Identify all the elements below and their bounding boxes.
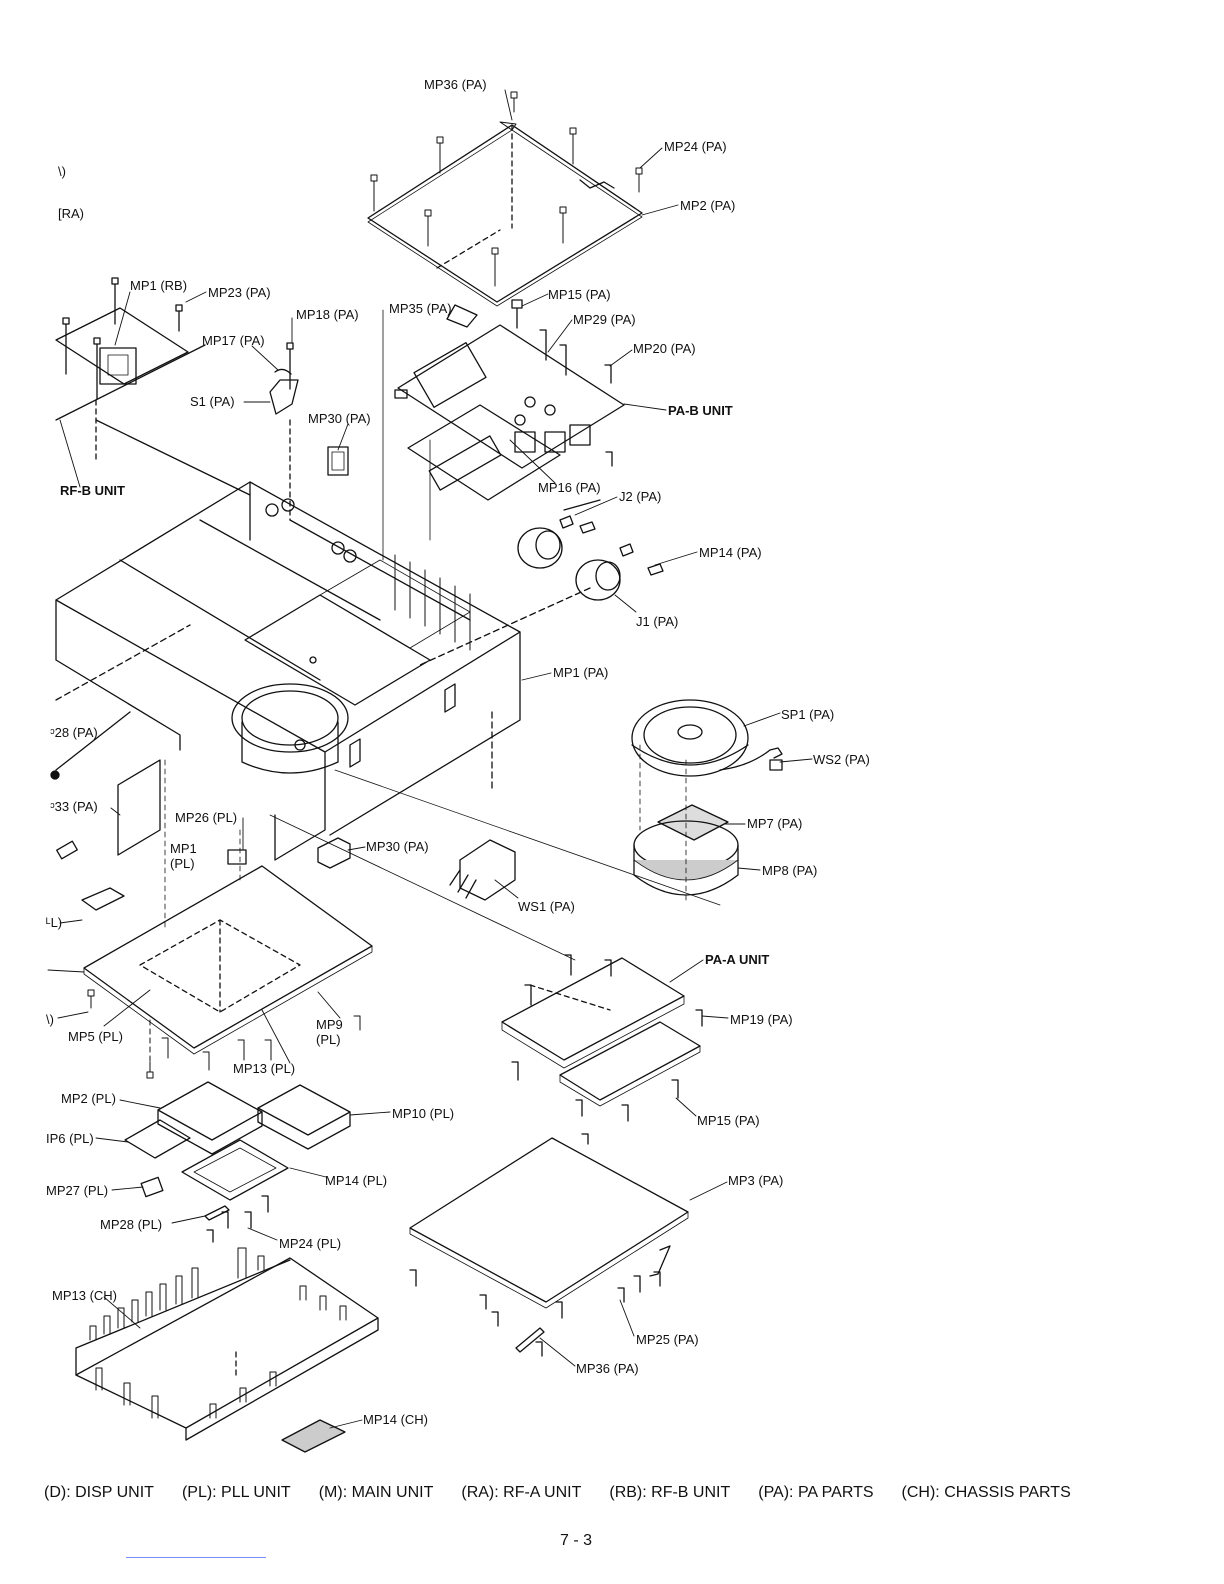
bottom-pa-plate-mp3	[410, 712, 688, 1356]
label-mp13-ch: MP13 (CH)	[52, 1288, 118, 1303]
label-mp2-pl: MP2 (PL)	[61, 1091, 116, 1106]
label-s1-pa: S1 (PA)	[190, 394, 235, 409]
connector-j2	[518, 500, 600, 568]
speaker-sp1	[632, 700, 782, 776]
pa-a-unit-board	[502, 955, 702, 1121]
label-p6-pl: IP6 (PL)	[46, 1131, 94, 1146]
label-mp25-pa: MP25 (PA)	[636, 1332, 699, 1347]
label-mp10-pl: MP10 (PL)	[392, 1106, 455, 1121]
page-number: 7 - 3	[560, 1532, 593, 1549]
legend-item: (PL): PLL UNIT	[181, 1484, 291, 1501]
switch-s1	[270, 343, 298, 520]
label-mp24-pa: MP24 (PA)	[664, 139, 727, 154]
legend-item: (M): MAIN UNIT	[318, 1484, 434, 1501]
label-j1-pa: J1 (PA)	[636, 614, 679, 629]
label-mp36-top: MP36 (PA)	[424, 77, 487, 92]
label-pa-b-unit: PA-B UNIT	[668, 403, 733, 418]
label-partial-i: \)	[46, 1012, 54, 1027]
label-mp14-pa: MP14 (PA)	[699, 545, 762, 560]
mp30-bottom-part	[318, 838, 350, 868]
legend-item: (D): DISP UNIT	[44, 1484, 154, 1501]
label-mp9-pl-a: MP9	[316, 1017, 343, 1032]
label-j2-pa: J2 (PA)	[619, 489, 662, 504]
label-mp14-ch: MP14 (CH)	[363, 1412, 429, 1427]
label-p28-pa: ᵓ28 (PA)	[50, 725, 98, 740]
screws-top-plate	[371, 92, 642, 286]
label-partial-ra: [RA)	[58, 206, 84, 221]
main-chassis-mp1	[56, 482, 520, 860]
label-mp36-bottom: MP36 (PA)	[576, 1361, 639, 1376]
legend-item: (RA): RF-A UNIT	[461, 1484, 582, 1501]
pll-screws	[88, 990, 360, 1078]
legend-item: (PA): PA PARTS	[758, 1484, 874, 1501]
bottom-chassis-cover	[76, 1248, 378, 1452]
connector-j1	[420, 544, 663, 665]
label-mp14-pl: MP14 (PL)	[325, 1173, 388, 1188]
label-mp1-rb: MP1 (RB)	[130, 278, 188, 293]
shield-case-mp2-pl	[158, 1082, 262, 1154]
small-parts-pll	[125, 1120, 288, 1242]
label-mp35-pa: MP35 (PA)	[389, 301, 452, 316]
label-partial-d: \)	[58, 164, 66, 179]
legend-item: (RB): RF-B UNIT	[609, 1484, 731, 1501]
label-mp13-pl: MP13 (PL)	[233, 1061, 296, 1076]
shield-case-mp10-pl	[258, 1085, 350, 1149]
mp30-top-part	[328, 447, 348, 475]
label-mp19-pa: MP19 (PA)	[730, 1012, 793, 1027]
label-mp1-pl-b: (PL)	[170, 856, 195, 871]
assembly-guide-lines	[165, 310, 720, 960]
label-p33-pa: ᵓ33 (PA)	[50, 799, 98, 814]
footer-rule	[126, 1557, 266, 1558]
label-mp7-pa: MP7 (PA)	[747, 816, 803, 831]
label-mp30-pa-top: MP30 (PA)	[308, 411, 371, 426]
label-mp20-pa: MP20 (PA)	[633, 341, 696, 356]
label-mp18-pa: MP18 (PA)	[296, 307, 359, 322]
label-rf-b-unit: RF-B UNIT	[60, 483, 125, 498]
label-mp30-pa-bottom: MP30 (PA)	[366, 839, 429, 854]
top-cover-plate	[368, 125, 642, 306]
label-mp5-pl: MP5 (PL)	[68, 1029, 123, 1044]
label-mp27-pl: MP27 (PL)	[46, 1183, 109, 1198]
legend-item: (CH): CHASSIS PARTS	[901, 1484, 1071, 1501]
label-pa-a-unit: PA-A UNIT	[705, 952, 770, 967]
leader-lines	[48, 90, 812, 1428]
label-sp1-pa: SP1 (PA)	[781, 707, 835, 722]
pa-b-unit-board	[395, 300, 624, 500]
label-mp24-pl: MP24 (PL)	[279, 1236, 342, 1251]
label-mp9-pl-b: (PL)	[316, 1032, 341, 1047]
label-partial-l: ᴸL)	[46, 915, 63, 930]
label-mp26-pl: MP26 (PL)	[175, 810, 238, 825]
left-partial-parts	[50, 712, 160, 910]
label-mp16-pa: MP16 (PA)	[538, 480, 601, 495]
connector-ws1	[450, 840, 515, 900]
label-ws2-pa: WS2 (PA)	[813, 752, 870, 767]
speaker-pad-mp7	[658, 805, 728, 840]
label-mp17-pa: MP17 (PA)	[202, 333, 265, 348]
label-mp2-pa: MP2 (PA)	[680, 198, 736, 213]
label-mp3-pa: MP3 (PA)	[728, 1173, 784, 1188]
label-mp29-pa: MP29 (PA)	[573, 312, 636, 327]
label-mp15-pa-top: MP15 (PA)	[548, 287, 611, 302]
label-mp8-pa: MP8 (PA)	[762, 863, 818, 878]
label-ws1-pa: WS1 (PA)	[518, 899, 575, 914]
label-mp1-pl-a: MP1	[170, 841, 197, 856]
label-mp28-pl: MP28 (PL)	[100, 1217, 163, 1232]
label-mp1-pa: MP1 (PA)	[553, 665, 609, 680]
unit-legend: (D): DISP UNIT (PL): PLL UNIT (M): MAIN …	[44, 1484, 1184, 1502]
label-mp15-pa-bottom: MP15 (PA)	[697, 1113, 760, 1128]
label-mp23-pa: MP23 (PA)	[208, 285, 271, 300]
rf-b-unit-board	[56, 278, 250, 495]
